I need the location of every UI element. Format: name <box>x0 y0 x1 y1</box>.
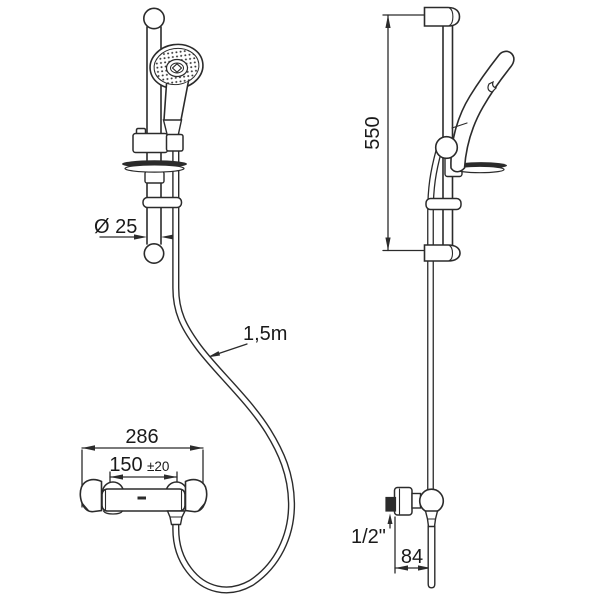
dimension-hose-length <box>207 343 248 358</box>
dimension-wall-offset <box>394 516 432 574</box>
rail-diameter-label: Ø 25 <box>94 216 138 238</box>
connection-tolerance-label: ±20 <box>147 459 170 474</box>
side-view <box>382 6 515 589</box>
bar-height-label: 550 <box>362 116 384 150</box>
shower-hose-side <box>427 146 443 589</box>
wall-bracket-top <box>423 6 461 27</box>
wall-offset-label: 84 <box>400 546 424 568</box>
hose-length-label: 1,5m <box>243 323 288 345</box>
mixer-valve-front <box>79 478 208 526</box>
dimension-thread-size <box>387 513 393 529</box>
connection-centers-label: 150 <box>109 454 143 476</box>
mixer-width-label: 286 <box>125 426 159 448</box>
soap-dish <box>122 160 187 184</box>
rail-clamp-side <box>425 197 462 211</box>
shower-hose <box>172 130 296 594</box>
hand-shower <box>149 43 204 137</box>
hand-shower-side <box>434 50 515 173</box>
mixer-valve-side <box>385 486 445 528</box>
thread-size-label: 1/2" <box>351 526 386 548</box>
half-inch-thread <box>385 496 397 512</box>
slider-bracket <box>132 127 184 154</box>
slider-knob <box>434 135 459 160</box>
rail-clamp <box>142 196 183 209</box>
dimension-bar-height <box>382 14 426 252</box>
front-view <box>79 7 296 594</box>
wall-bracket-bottom <box>423 244 461 262</box>
